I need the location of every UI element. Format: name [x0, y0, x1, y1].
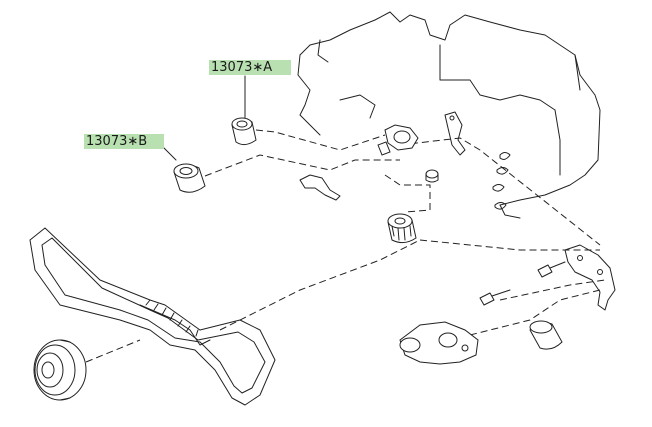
assembly-guide-lines: [204, 129, 606, 336]
idler-pulley-b[interactable]: [173, 163, 206, 193]
callout-13073-b[interactable]: 13073∗B: [84, 134, 164, 149]
toothed-idler[interactable]: [387, 213, 417, 244]
tensioner-bracket: [444, 111, 466, 156]
callout-13073-a[interactable]: 13073∗A: [209, 60, 291, 75]
tensioner-pulley-lower[interactable]: [529, 320, 563, 350]
belt-guide: [299, 174, 341, 201]
crankshaft-pulley[interactable]: [33, 339, 141, 401]
tensioner-assembly[interactable]: [399, 321, 479, 365]
tensioner-mount-bracket: [564, 244, 616, 311]
bolt-lower: [479, 289, 511, 306]
engine-block: [297, 11, 601, 219]
bolt-upper: [537, 261, 566, 278]
tensioner-pulley-upper[interactable]: [377, 124, 419, 156]
timing-belt[interactable]: [29, 227, 276, 406]
idler-pulley-a[interactable]: [231, 117, 257, 146]
spacer: [425, 169, 439, 183]
